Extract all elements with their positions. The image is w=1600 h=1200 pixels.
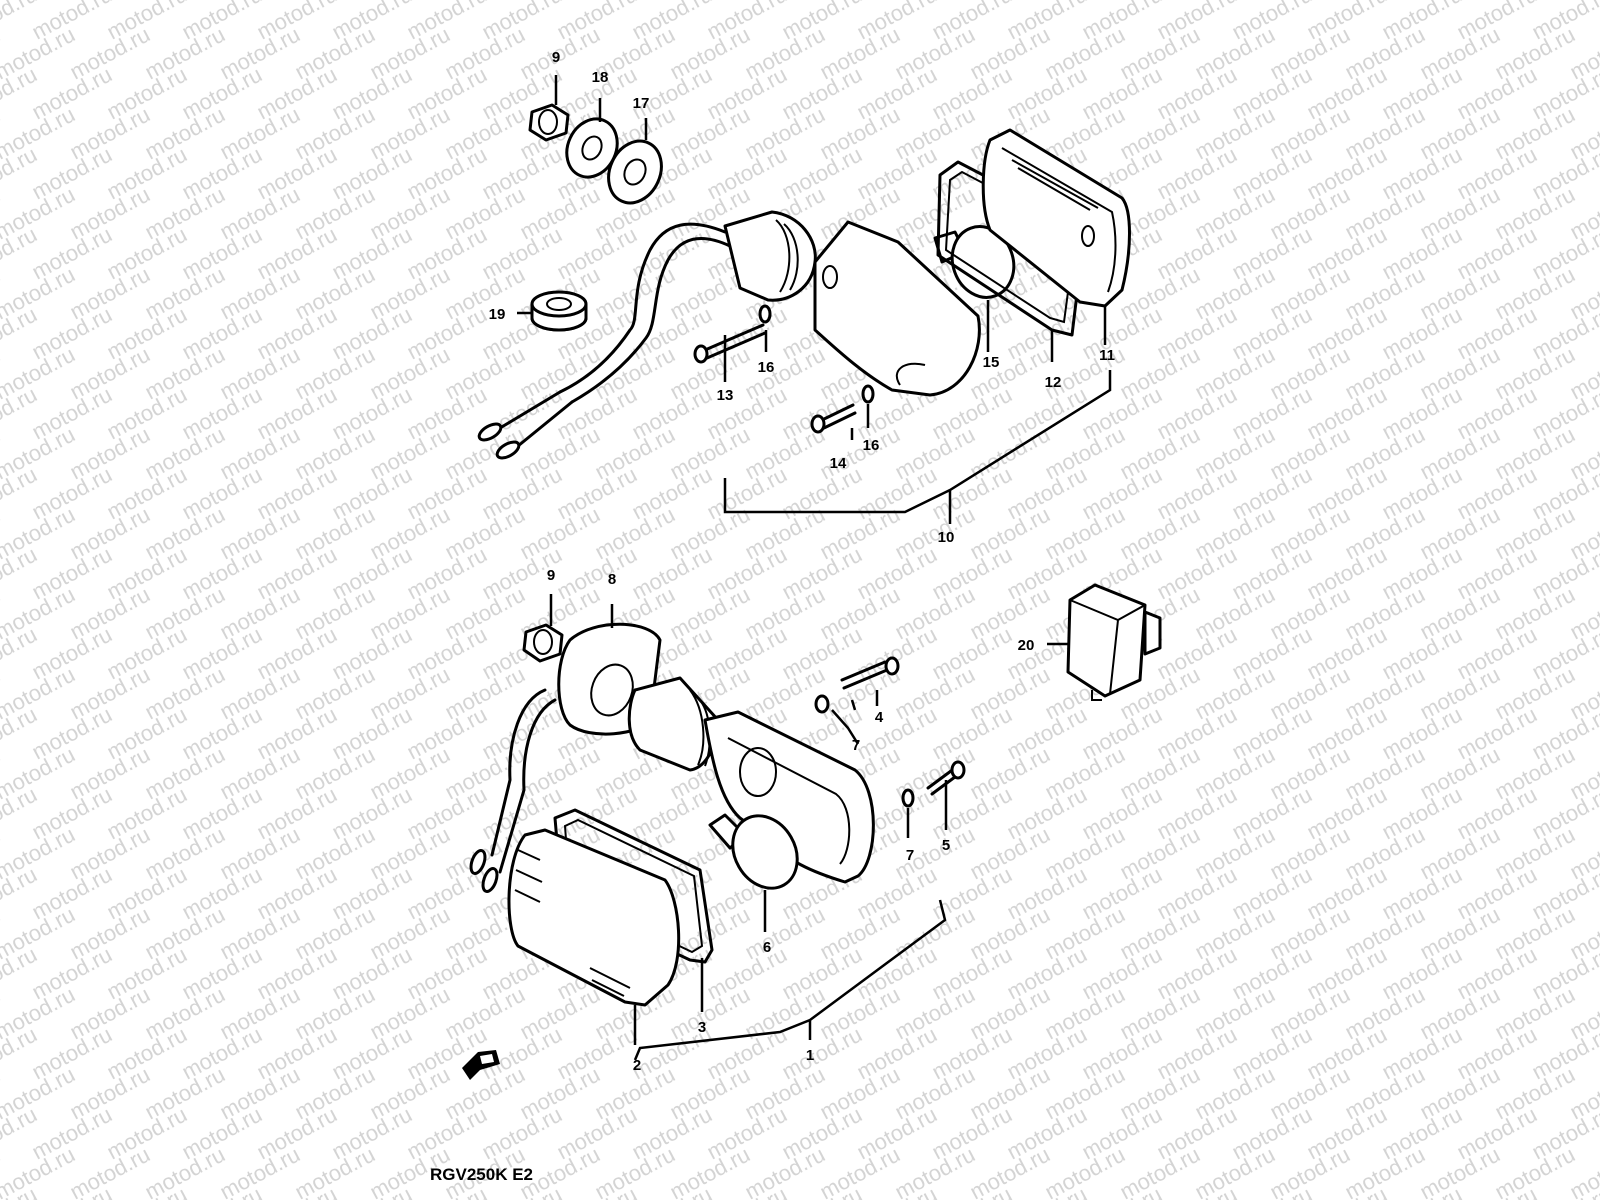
- gasket-part-12: [936, 160, 1087, 337]
- callout-19: 19: [489, 306, 506, 323]
- callout-18: 18: [592, 69, 609, 86]
- callout-16-a: 16: [758, 359, 775, 376]
- lens-part-11: [981, 128, 1131, 308]
- nut-part-9-upper: [528, 103, 570, 142]
- washer-part-7-a: [814, 694, 830, 714]
- washer-part-7-b: [901, 788, 915, 808]
- callout-7-b: 7: [906, 847, 914, 864]
- lower-turn-signal-assembly: [469, 583, 1162, 1061]
- callout-10: 10: [938, 529, 955, 546]
- nut-part-9-lower: [522, 623, 564, 663]
- callout-labels: 9 18 17 19 13 16 14 16 15 12 11 10 9 8 4…: [489, 49, 1115, 1074]
- callout-5: 5: [942, 837, 950, 854]
- upper-wiring-harness: [477, 222, 732, 460]
- cushion-part-17: [607, 139, 663, 205]
- callout-2: 2: [633, 1057, 641, 1074]
- grommet-part-19: [530, 290, 588, 332]
- screw-part-4: [840, 656, 900, 690]
- callout-3: 3: [698, 1019, 706, 1036]
- callout-14: 14: [830, 455, 847, 472]
- callout-1: 1: [806, 1047, 814, 1064]
- model-code-label: RGV250K E2: [430, 1165, 533, 1184]
- callout-6: 6: [763, 939, 771, 956]
- callout-9-upper: 9: [552, 49, 560, 66]
- lens-part-2: [507, 828, 681, 1007]
- callout-16-b: 16: [863, 437, 880, 454]
- screw-part-14: [810, 403, 857, 434]
- upper-lamp-housing: [723, 210, 981, 397]
- callout-8: 8: [608, 571, 616, 588]
- callout-12: 12: [1045, 374, 1062, 391]
- relay-part-20: [1066, 583, 1162, 701]
- callout-4: 4: [875, 709, 884, 726]
- callout-11: 11: [1099, 347, 1115, 364]
- callout-15: 15: [983, 354, 1000, 371]
- callout-9-lower: 9: [547, 567, 555, 584]
- bulb-part-6: [708, 813, 799, 890]
- callout-13: 13: [717, 387, 734, 404]
- screw-part-13: [693, 323, 767, 364]
- callout-20: 20: [1018, 637, 1035, 654]
- upper-turn-signal-assembly: [477, 75, 1131, 524]
- washer-part-16-lower: [861, 384, 875, 404]
- front-direction-arrow-icon: [462, 1050, 500, 1080]
- callout-17: 17: [633, 95, 650, 112]
- screw-part-5: [926, 760, 966, 796]
- lower-lamp-housing: [627, 676, 875, 884]
- callout-7-a: 7: [852, 737, 860, 754]
- lower-wiring-harness: [469, 688, 557, 893]
- bulb-part-15: [933, 225, 1016, 299]
- washer-part-16-upper: [758, 304, 772, 324]
